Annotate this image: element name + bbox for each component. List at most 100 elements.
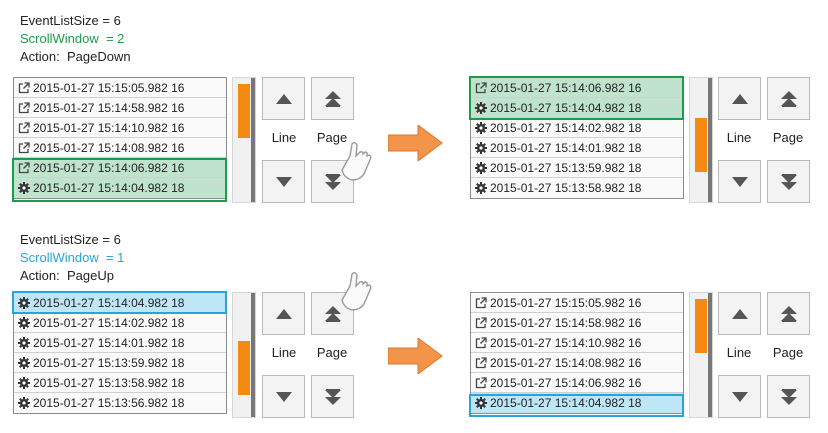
line-label: Line — [726, 345, 752, 360]
page-down-button[interactable] — [311, 160, 354, 203]
gear-icon — [18, 315, 30, 329]
bottom-before-scrollbar[interactable] — [232, 292, 256, 418]
list-item[interactable]: 2015-01-27 15:13:58.982 18 — [14, 373, 226, 393]
top-info: EventListSize = 6 ScrollWindow = 2 Actio… — [20, 12, 131, 66]
page-label: Page — [772, 345, 804, 360]
top-scroll-window: ScrollWindow = 2 — [20, 31, 125, 46]
line-up-button[interactable] — [718, 77, 761, 120]
right-arrow-icon — [388, 125, 443, 161]
top-event-list-size: EventListSize = 6 — [20, 13, 121, 28]
page-label: Page — [316, 345, 348, 360]
gear-icon — [18, 355, 30, 369]
bottom-after-scrollbar[interactable] — [689, 292, 713, 418]
list-item[interactable]: 2015-01-27 15:14:02.982 18 — [471, 118, 683, 138]
line-down-button[interactable] — [262, 160, 305, 203]
triangle-up-icon — [275, 308, 292, 319]
gear-icon — [475, 120, 487, 134]
bottom-scroll-window: ScrollWindow = 1 — [20, 250, 125, 265]
list-item[interactable]: 2015-01-27 15:13:59.982 18 — [471, 158, 683, 178]
gear-icon — [475, 160, 487, 174]
list-item[interactable]: 2015-01-27 15:14:04.982 18 — [471, 98, 683, 118]
external-link-icon — [475, 80, 487, 94]
list-item[interactable]: 2015-01-27 15:15:05.982 16 — [471, 293, 683, 313]
list-item[interactable]: 2015-01-27 15:14:58.982 16 — [14, 98, 226, 118]
page-down-button[interactable] — [767, 160, 810, 203]
bottom-info: EventListSize = 6 ScrollWindow = 1 Actio… — [20, 231, 124, 285]
list-item[interactable]: 2015-01-27 15:14:02.982 18 — [14, 313, 226, 333]
list-item[interactable]: 2015-01-27 15:13:56.982 18 — [14, 393, 226, 413]
scroll-thumb[interactable] — [238, 84, 250, 138]
double-triangle-up-icon — [324, 90, 341, 107]
pointer-hand-icon — [341, 142, 372, 181]
line-up-button[interactable] — [262, 292, 305, 335]
triangle-up-icon — [731, 93, 748, 104]
page-up-button[interactable] — [311, 77, 354, 120]
triangle-down-icon — [275, 176, 292, 187]
line-down-button[interactable] — [262, 375, 305, 418]
list-item[interactable]: 2015-01-27 15:14:08.982 16 — [471, 353, 683, 373]
list-item[interactable]: 2015-01-27 15:14:06.982 16 — [14, 158, 226, 178]
triangle-up-icon — [731, 308, 748, 319]
gear-icon — [475, 100, 487, 114]
line-down-button[interactable] — [718, 160, 761, 203]
bottom-before-event-list: 2015-01-27 15:14:04.982 18 2015-01-27 15… — [13, 292, 227, 414]
external-link-icon — [18, 160, 30, 174]
list-item[interactable]: 2015-01-27 15:14:04.982 18 — [14, 293, 226, 313]
gear-icon — [475, 180, 487, 194]
list-item[interactable]: 2015-01-27 15:14:01.982 18 — [14, 333, 226, 353]
gear-icon — [18, 375, 30, 389]
scroll-thumb[interactable] — [695, 118, 707, 172]
line-label: Line — [271, 130, 297, 145]
gear-icon — [18, 180, 30, 194]
page-up-button[interactable] — [767, 292, 810, 335]
top-before-scrollbar[interactable] — [232, 77, 256, 203]
gear-icon — [18, 395, 30, 409]
bottom-event-list-size: EventListSize = 6 — [20, 232, 121, 247]
page-down-button[interactable] — [311, 375, 354, 418]
list-item[interactable]: 2015-01-27 15:14:04.982 18 — [14, 178, 226, 198]
triangle-up-icon — [275, 93, 292, 104]
pointer-hand-icon — [341, 272, 372, 311]
scroll-thumb[interactable] — [238, 341, 250, 395]
external-link-icon — [475, 335, 487, 349]
line-down-button[interactable] — [718, 375, 761, 418]
list-item[interactable]: 2015-01-27 15:14:10.982 16 — [471, 333, 683, 353]
line-label: Line — [271, 345, 297, 360]
list-item[interactable]: 2015-01-27 15:14:08.982 16 — [14, 138, 226, 158]
list-item[interactable]: 2015-01-27 15:14:01.982 18 — [471, 138, 683, 158]
top-after-scrollbar[interactable] — [689, 77, 713, 203]
list-item[interactable]: 2015-01-27 15:15:05.982 16 — [14, 78, 226, 98]
top-action: Action: PageDown — [20, 49, 131, 64]
list-item[interactable]: 2015-01-27 15:14:04.982 18 — [471, 393, 683, 413]
list-item[interactable]: 2015-01-27 15:14:58.982 16 — [471, 313, 683, 333]
top-after-event-list: 2015-01-27 15:14:06.982 16 2015-01-27 15… — [470, 77, 684, 199]
external-link-icon — [475, 315, 487, 329]
triangle-down-icon — [731, 176, 748, 187]
external-link-icon — [18, 80, 30, 94]
gear-icon — [18, 335, 30, 349]
list-item[interactable]: 2015-01-27 15:14:06.982 16 — [471, 373, 683, 393]
double-triangle-down-icon — [780, 173, 797, 190]
top-before-event-list: 2015-01-27 15:15:05.982 16 2015-01-27 15… — [13, 77, 227, 199]
list-item[interactable]: 2015-01-27 15:14:06.982 16 — [471, 78, 683, 98]
double-triangle-down-icon — [780, 388, 797, 405]
gear-icon — [475, 395, 487, 409]
scroll-thumb[interactable] — [695, 299, 707, 353]
external-link-icon — [18, 140, 30, 154]
right-arrow-icon — [388, 338, 443, 374]
list-item[interactable]: 2015-01-27 15:13:58.982 18 — [471, 178, 683, 198]
external-link-icon — [18, 100, 30, 114]
page-up-button[interactable] — [767, 77, 810, 120]
double-triangle-up-icon — [324, 305, 341, 322]
page-label: Page — [772, 130, 804, 145]
double-triangle-down-icon — [324, 388, 341, 405]
page-down-button[interactable] — [767, 375, 810, 418]
bottom-action: Action: PageUp — [20, 268, 114, 283]
double-triangle-down-icon — [324, 173, 341, 190]
list-item[interactable]: 2015-01-27 15:13:59.982 18 — [14, 353, 226, 373]
line-up-button[interactable] — [262, 77, 305, 120]
double-triangle-up-icon — [780, 90, 797, 107]
external-link-icon — [475, 375, 487, 389]
list-item[interactable]: 2015-01-27 15:14:10.982 16 — [14, 118, 226, 138]
line-up-button[interactable] — [718, 292, 761, 335]
